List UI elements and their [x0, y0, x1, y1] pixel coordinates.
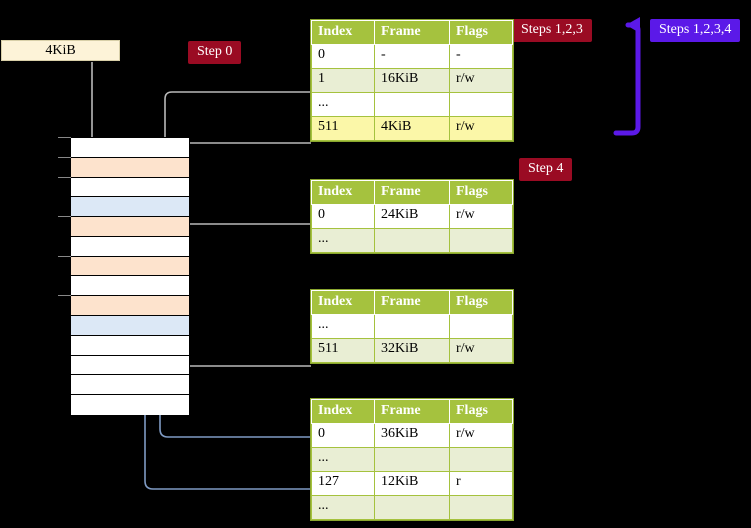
table-row: 0-- — [311, 44, 513, 69]
memory-row — [71, 355, 189, 376]
cell-frame: 12KiB — [374, 471, 450, 496]
cell-index: ... — [311, 447, 375, 472]
cell-frame — [374, 228, 450, 253]
cell-index: 0 — [311, 204, 375, 229]
cell-flags: r/w — [449, 204, 513, 229]
cell-flags: r/w — [449, 68, 513, 93]
cell-frame: - — [374, 44, 450, 69]
memory-row — [71, 316, 189, 336]
badge-step-4: Step 4 — [519, 158, 573, 181]
cell-flags: r/w — [449, 338, 513, 363]
cell-frame: 32KiB — [374, 338, 450, 363]
column-header-flags: Flags — [449, 180, 513, 205]
badge-step-0: Step 0 — [188, 41, 242, 64]
cell-frame — [374, 447, 450, 472]
badge-steps-1-2-3: Steps 1,2,3 — [512, 19, 592, 42]
memory-row — [71, 157, 189, 178]
cell-frame — [374, 495, 450, 520]
column-header-index: Index — [311, 20, 375, 45]
cell-flags: r — [449, 471, 513, 496]
cell-frame: 16KiB — [374, 68, 450, 93]
memory-row — [71, 138, 189, 158]
memory-row — [71, 375, 189, 396]
column-header-frame: Frame — [374, 290, 450, 315]
cell-frame: 36KiB — [374, 423, 450, 448]
memory-row — [71, 177, 189, 198]
table-row: ... — [311, 314, 513, 339]
cell-index: ... — [311, 495, 375, 520]
memory-row — [71, 256, 189, 277]
table-row: ... — [311, 92, 513, 117]
column-header-flags: Flags — [449, 20, 513, 45]
memory-row — [71, 335, 189, 356]
cell-index: ... — [311, 228, 375, 253]
column-header-frame: Frame — [374, 20, 450, 45]
cell-frame — [374, 314, 450, 339]
cell-index: 127 — [311, 471, 375, 496]
memory-row — [71, 296, 189, 317]
column-header-flags: Flags — [449, 399, 513, 424]
memory-row-tick — [58, 137, 71, 138]
cell-frame — [374, 92, 450, 117]
cell-flags — [449, 447, 513, 472]
badge-steps-1-2-3-4: Steps 1,2,3,4 — [650, 19, 741, 42]
table-row: ... — [311, 447, 513, 472]
column-header-index: Index — [311, 290, 375, 315]
column-header-index: Index — [311, 180, 375, 205]
column-header-frame: Frame — [374, 399, 450, 424]
cell-flags — [449, 92, 513, 117]
table-row: ... — [311, 495, 513, 520]
cell-index: 511 — [311, 116, 375, 141]
cell-flags — [449, 228, 513, 253]
memory-row — [71, 395, 189, 415]
cell-index: 0 — [311, 423, 375, 448]
cell-flags: r/w — [449, 116, 513, 141]
column-header-flags: Flags — [449, 290, 513, 315]
memory-row-tick — [58, 216, 71, 218]
column-header-index: Index — [311, 399, 375, 424]
cell-flags: - — [449, 44, 513, 69]
memory-row-tick — [58, 295, 71, 297]
cell-flags: r/w — [449, 423, 513, 448]
memory-row-tick — [58, 156, 71, 158]
cell-index: 1 — [311, 68, 375, 93]
memory-column — [70, 137, 190, 415]
memory-row — [71, 236, 189, 257]
memory-row — [71, 276, 189, 297]
cell-index: ... — [311, 92, 375, 117]
memory-row — [71, 217, 189, 237]
cell-frame: 24KiB — [374, 204, 450, 229]
cell-flags — [449, 314, 513, 339]
column-header-frame: Frame — [374, 180, 450, 205]
cell-index: 0 — [311, 44, 375, 69]
memory-row-tick — [58, 255, 71, 257]
cell-flags — [449, 495, 513, 520]
frame-4kib-box: 4KiB — [1, 40, 120, 61]
cell-index: 511 — [311, 338, 375, 363]
cell-index: ... — [311, 314, 375, 339]
cell-frame: 4KiB — [374, 116, 450, 141]
memory-row — [71, 197, 189, 218]
table-row: ... — [311, 228, 513, 253]
memory-row-tick — [58, 176, 71, 178]
